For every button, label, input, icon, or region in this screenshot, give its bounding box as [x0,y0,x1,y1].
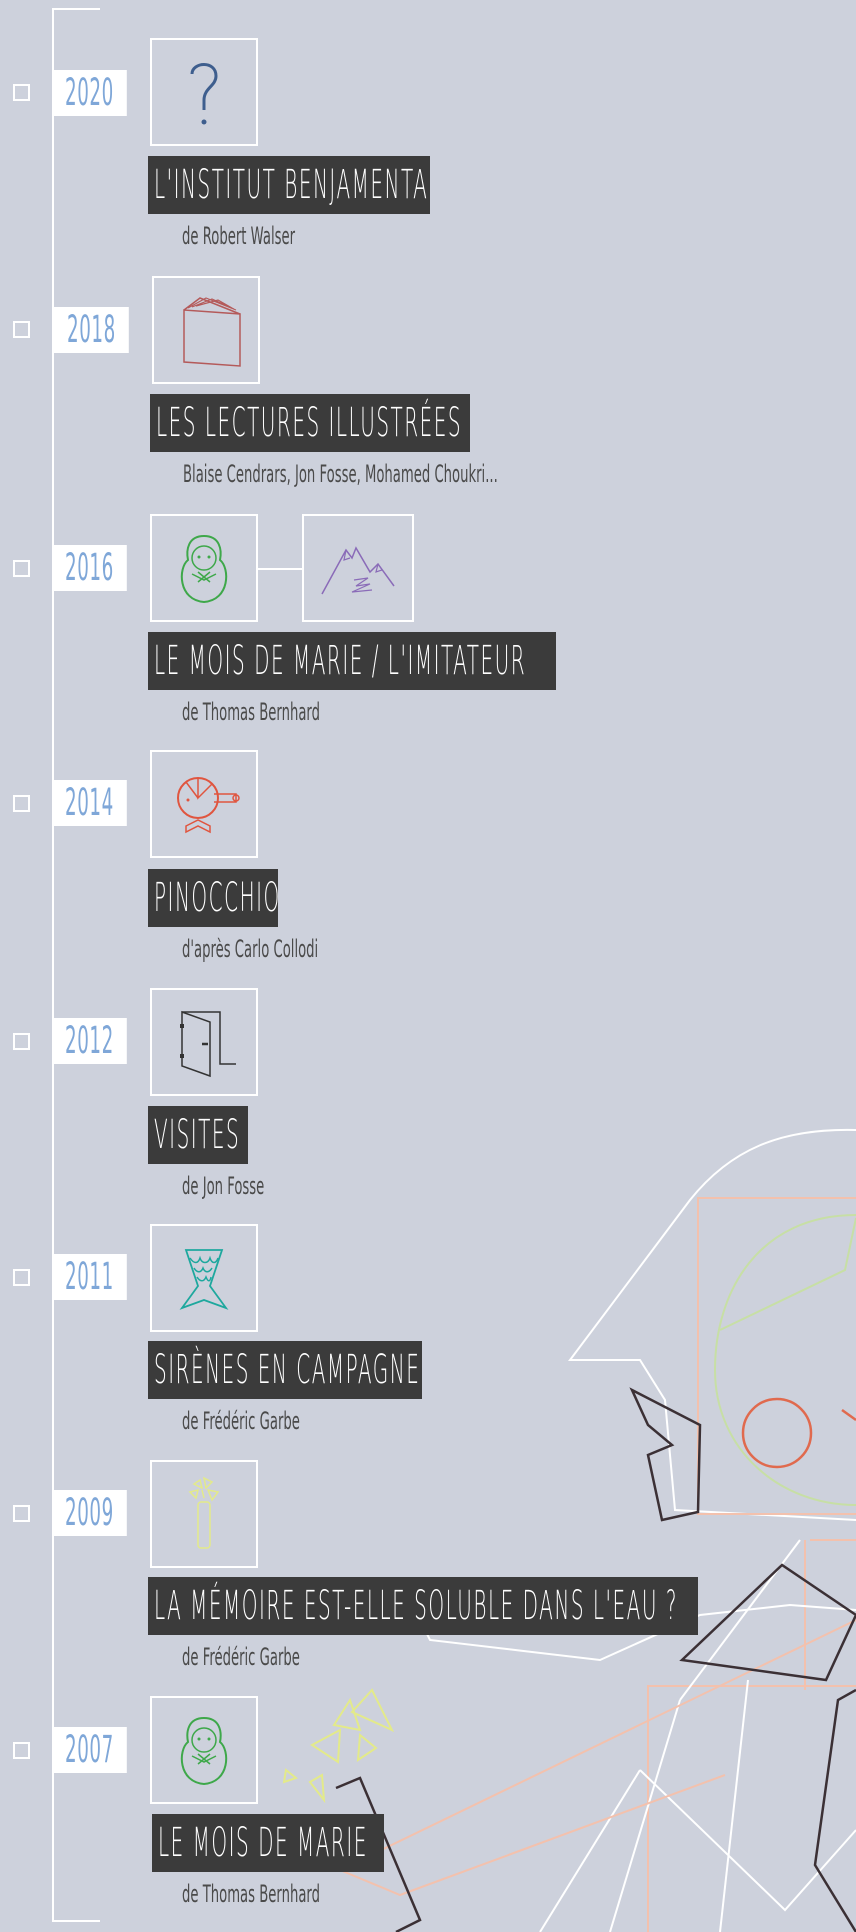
year-label: 2011 [52,1254,127,1300]
dissolving-tablet-icon [188,1476,220,1549]
show-author: d'après Carlo Collodi [182,935,319,963]
show-author: de Jon Fosse [182,1172,265,1200]
show-icon-box[interactable] [150,750,258,858]
timeline-top-cap [52,8,100,10]
question-mark-icon [190,63,218,125]
show-author: de Frédéric Garbe [182,1643,300,1671]
mermaid-tail-icon [179,1249,229,1310]
icon-connector [258,568,304,570]
pinocchio-head-icon [177,777,240,834]
show-author: de Thomas Bernhard [182,698,320,726]
show-icon-box[interactable] [150,1224,258,1332]
entry-checkbox[interactable] [13,321,30,338]
year-label: 2007 [52,1727,127,1773]
show-icon-box[interactable] [302,514,414,622]
matryoshka-doll-icon [180,1716,228,1786]
year-label: 2009 [52,1490,127,1536]
show-title[interactable]: LES LECTURES ILLUSTRÉES [150,394,470,452]
show-title[interactable]: VISITES [148,1106,248,1164]
show-author: de Frédéric Garbe [182,1407,300,1435]
show-title[interactable]: LA MÉMOIRE EST-ELLE SOLUBLE DANS L'EAU ? [148,1577,698,1635]
entry-checkbox[interactable] [13,1742,30,1759]
show-icon-box[interactable] [152,276,260,384]
matryoshka-doll-icon [180,534,228,604]
year-label: 2016 [52,545,127,591]
entry-checkbox[interactable] [13,1269,30,1286]
year-label: 2012 [52,1018,127,1064]
show-icon-box[interactable] [150,1696,258,1804]
year-label: 2018 [54,307,129,353]
entry-checkbox[interactable] [13,560,30,577]
show-icon-box[interactable] [150,38,258,146]
show-title[interactable]: SIRÈNES EN CAMPAGNE [148,1341,422,1399]
mountains-icon [321,546,395,595]
entry-checkbox[interactable] [13,1505,30,1522]
open-door-icon [180,1010,236,1078]
show-author: de Robert Walser [182,222,296,250]
entry-checkbox[interactable] [13,795,30,812]
show-title[interactable]: L'INSTITUT BENJAMENTA [148,156,430,214]
book-icon [183,297,241,367]
show-title[interactable]: LE MOIS DE MARIE / L'IMITATEUR [148,632,556,690]
show-title[interactable]: LE MOIS DE MARIE [152,1814,384,1872]
show-title[interactable]: PINOCCHIO [148,869,278,927]
entry-checkbox[interactable] [13,1033,30,1050]
show-icon-box[interactable] [150,514,258,622]
timeline-bottom-cap [52,1920,100,1922]
show-author: de Thomas Bernhard [182,1880,320,1908]
show-icon-box[interactable] [150,1460,258,1568]
year-label: 2020 [52,70,127,116]
show-icon-box[interactable] [150,988,258,1096]
entry-checkbox[interactable] [13,84,30,101]
show-author: Blaise Cendrars, Jon Fosse, Mohamed Chou… [183,460,498,488]
year-label: 2014 [52,780,127,826]
timeline-spine [52,8,54,1922]
